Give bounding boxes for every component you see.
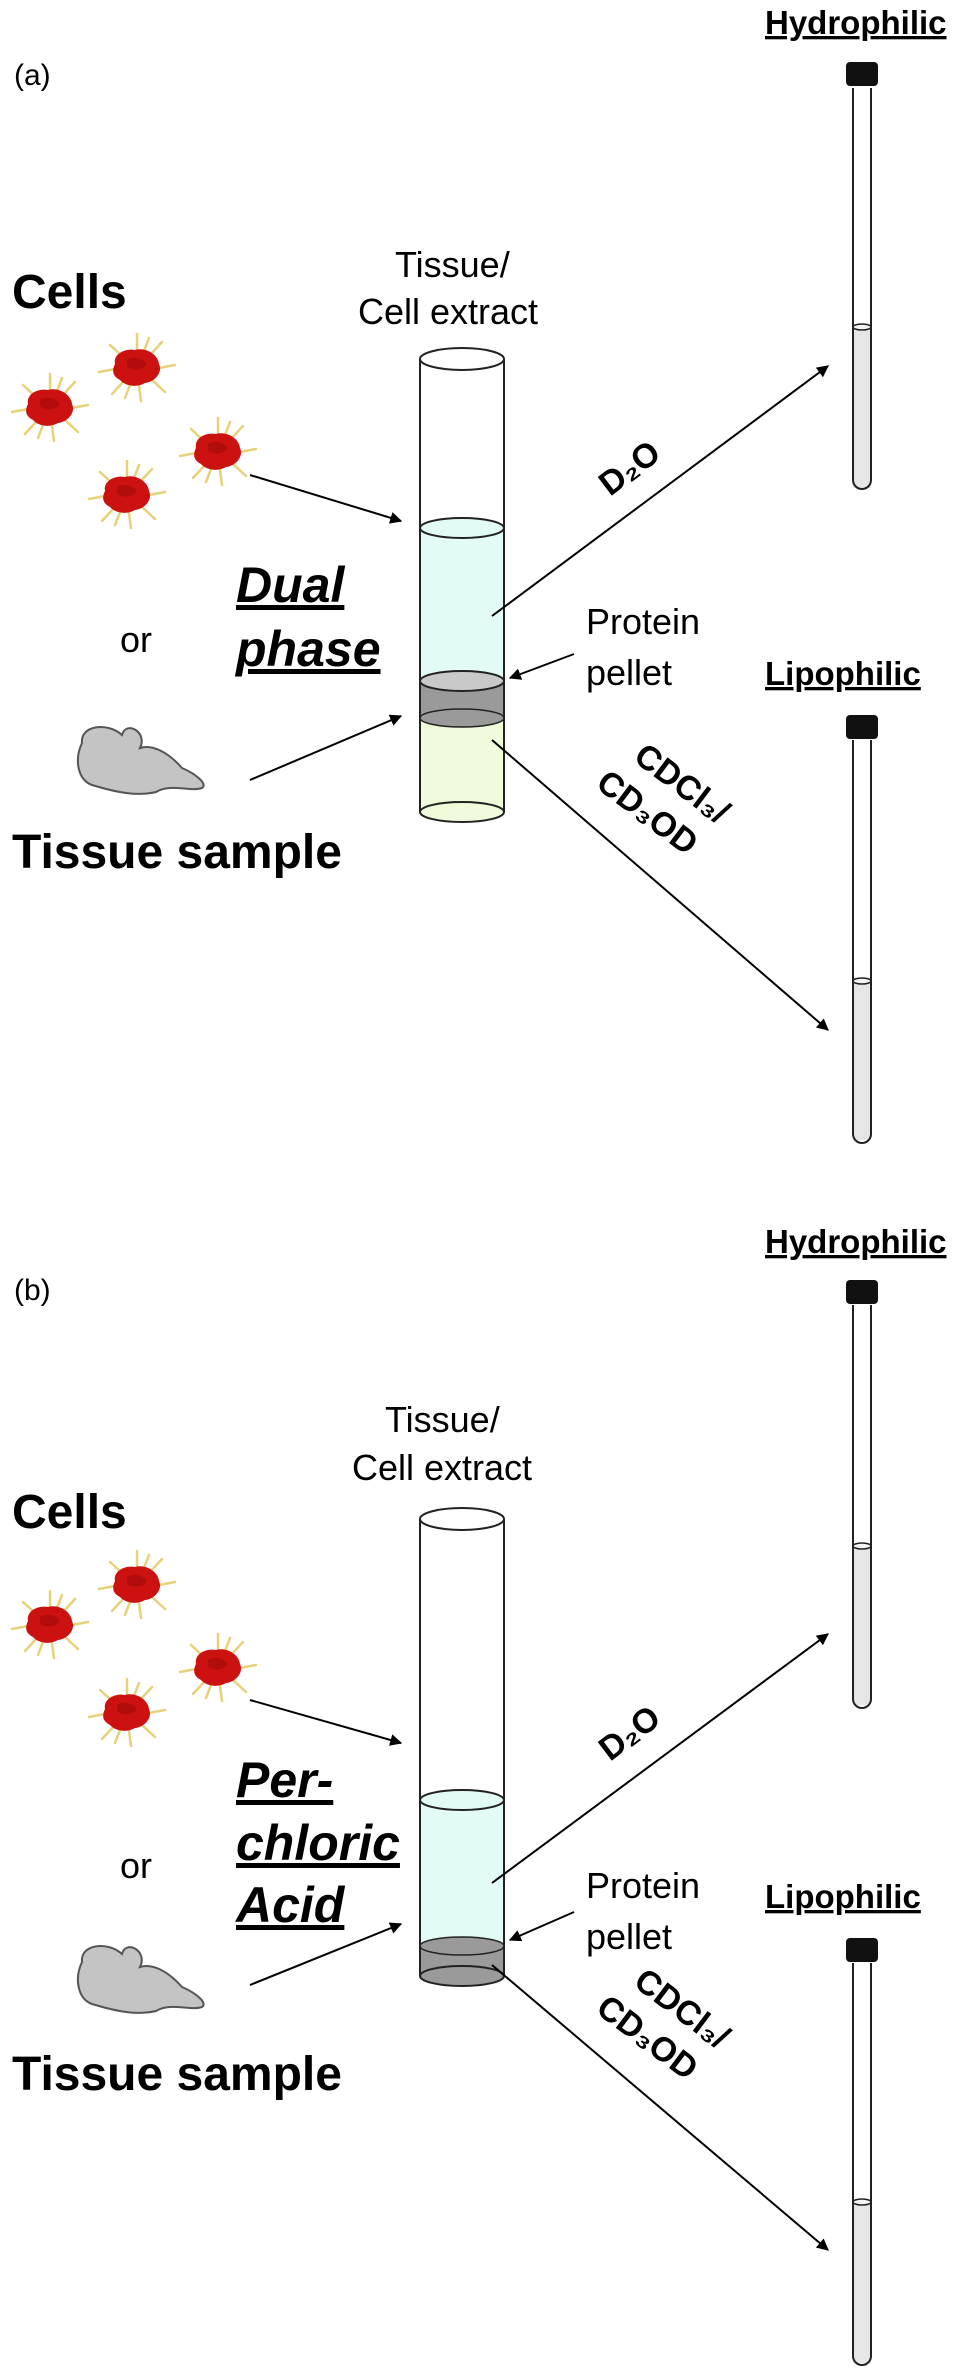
- organic-phase: [420, 718, 504, 812]
- aqueous-phase: [420, 1800, 504, 1946]
- cell-icons-a: [10, 332, 258, 530]
- extract-label-line2: Cell extract: [352, 1447, 532, 1488]
- aqueous-to-hydrophilic-arrow: [491, 365, 829, 617]
- extract-label-line2: Cell extract: [358, 291, 538, 332]
- cell-icons-b: [10, 1549, 258, 1748]
- pellet-pointer-arrow: [508, 653, 575, 680]
- pellet-label-b: Protein pellet: [586, 1865, 710, 1957]
- tissue-to-tube-arrow: [249, 1922, 403, 1986]
- pellet-label-line2: pellet: [586, 1916, 672, 1957]
- cells-label-b: Cells: [12, 1486, 127, 1539]
- panel-label-a: (a): [14, 59, 51, 92]
- lipophilic-nmr-tube-a: [846, 715, 878, 1144]
- organic-to-lipophilic-arrow: [491, 1964, 829, 2251]
- method-label-line1: Per-: [236, 1752, 333, 1808]
- solvent-d2o-b: D₂O: [592, 1698, 668, 1768]
- organic-to-lipophilic-arrow: [491, 739, 829, 1031]
- solvent-cdcl3-cd3od-a: CDCl₃/ CD₃OD: [590, 736, 737, 863]
- lipophilic-label-a: Lipophilic: [765, 655, 921, 692]
- tissue-label-b: Tissue sample: [12, 2048, 342, 2101]
- cell-icon: [10, 372, 90, 443]
- method-label-line1: Dual: [236, 557, 345, 613]
- cell-icon: [10, 1589, 90, 1660]
- tissue-sample-icon: [76, 726, 205, 795]
- cell-icon: [97, 1549, 177, 1620]
- extraction-tube-a: [419, 347, 505, 823]
- method-label-b: Per- chloric Acid: [234, 1752, 400, 1933]
- extract-label-line1: Tissue/: [395, 244, 510, 285]
- tissue-label-a: Tissue sample: [12, 826, 342, 879]
- extraction-tube-b: [419, 1507, 505, 1987]
- cells-label-a: Cells: [12, 266, 127, 319]
- nmr-tube-cap: [846, 1938, 878, 1962]
- cells-to-tube-arrow: [249, 474, 403, 524]
- extract-label-a: Tissue/ Cell extract: [358, 244, 538, 332]
- hydrophilic-nmr-tube-a: [846, 62, 878, 490]
- pellet-pointer-arrow: [508, 1911, 575, 1942]
- hydrophilic-label-a: Hydrophilic: [765, 4, 947, 41]
- hydrophilic-label-b: Hydrophilic: [765, 1223, 947, 1260]
- method-label-a: Dual phase: [234, 557, 381, 677]
- cell-icon: [97, 332, 177, 403]
- method-label-line3: Acid: [234, 1877, 346, 1933]
- nmr-tube-cap: [846, 1280, 878, 1304]
- method-label-line2: chloric: [236, 1815, 400, 1871]
- nmr-tube-cap: [846, 62, 878, 86]
- aqueous-to-hydrophilic-arrow: [491, 1633, 829, 1884]
- nmr-tube-cap: [846, 715, 878, 739]
- cell-icon: [178, 416, 258, 487]
- pellet-label-line2: pellet: [586, 652, 672, 693]
- lipophilic-label-b: Lipophilic: [765, 1878, 921, 1915]
- cells-to-tube-arrow: [249, 1699, 403, 1746]
- tissue-to-tube-arrow: [249, 714, 403, 781]
- pellet-label-a: Protein pellet: [586, 601, 710, 693]
- cell-icon: [87, 459, 167, 530]
- method-label-line2: phase: [234, 621, 381, 677]
- tissue-sample-icon: [76, 1945, 205, 2014]
- panel-b: (b) Cells or Tissue sample Tissue/ Cell …: [10, 1223, 947, 2366]
- solvent-cdcl3-cd3od-b: CDCl₃/ CD₃OD: [590, 1961, 737, 2088]
- panel-a: (a) Cells or Tissue sample Tissue/ Cell …: [10, 4, 947, 1144]
- hydrophilic-nmr-tube-b: [846, 1280, 878, 1709]
- lipophilic-nmr-tube-b: [846, 1938, 878, 2366]
- cell-icon: [87, 1677, 167, 1748]
- extract-label-b: Tissue/ Cell extract: [352, 1399, 532, 1488]
- cell-icon: [178, 1632, 258, 1703]
- aqueous-phase: [420, 528, 504, 681]
- extract-label-line1: Tissue/: [385, 1399, 500, 1440]
- or-label-a: or: [120, 619, 152, 660]
- pellet-label-line1: Protein: [586, 1865, 700, 1906]
- or-label-b: or: [120, 1845, 152, 1886]
- panel-label-b: (b): [14, 1274, 51, 1307]
- pellet-label-line1: Protein: [586, 601, 700, 642]
